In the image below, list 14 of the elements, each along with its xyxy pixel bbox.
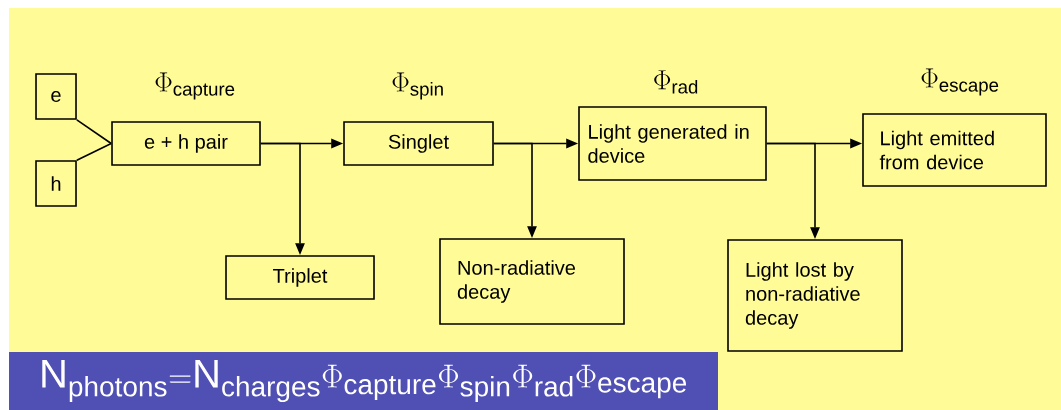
efficiency-symbol: $\Phi_{\mathsf{spin}}$ <box>392 72 443 100</box>
process-box: e + h pair <box>111 121 261 166</box>
formula-band: $\mathsf{N}_{\mathsf{photons}}{=}\mathsf{N}_{\mathsf{charges}}\Phi_{\mathsf{capture}}\Phi_{\mathsf{spin}}\Phi_{\mathsf{rad}}\Phi_{\mathsf{escape}}$ <box>9 352 718 410</box>
process-box: Non-radiative decay <box>439 238 625 325</box>
process-box: Triplet <box>225 255 375 300</box>
efficiency-symbol: $\Phi_{\mathsf{escape}}$ <box>921 68 999 96</box>
process-box: h <box>35 160 77 207</box>
process-box: Singlet <box>343 121 494 166</box>
process-box: Light lost by non-radiative decay <box>727 239 903 352</box>
process-box: e <box>35 73 77 120</box>
efficiency-symbol: $\Phi_{\mathsf{capture}}$ <box>155 72 235 100</box>
efficiency-symbol: $\Phi_{\mathsf{rad}}$ <box>654 70 698 94</box>
process-box: Light emitted from device <box>862 113 1047 187</box>
process-box: Light generated in device <box>578 106 767 181</box>
